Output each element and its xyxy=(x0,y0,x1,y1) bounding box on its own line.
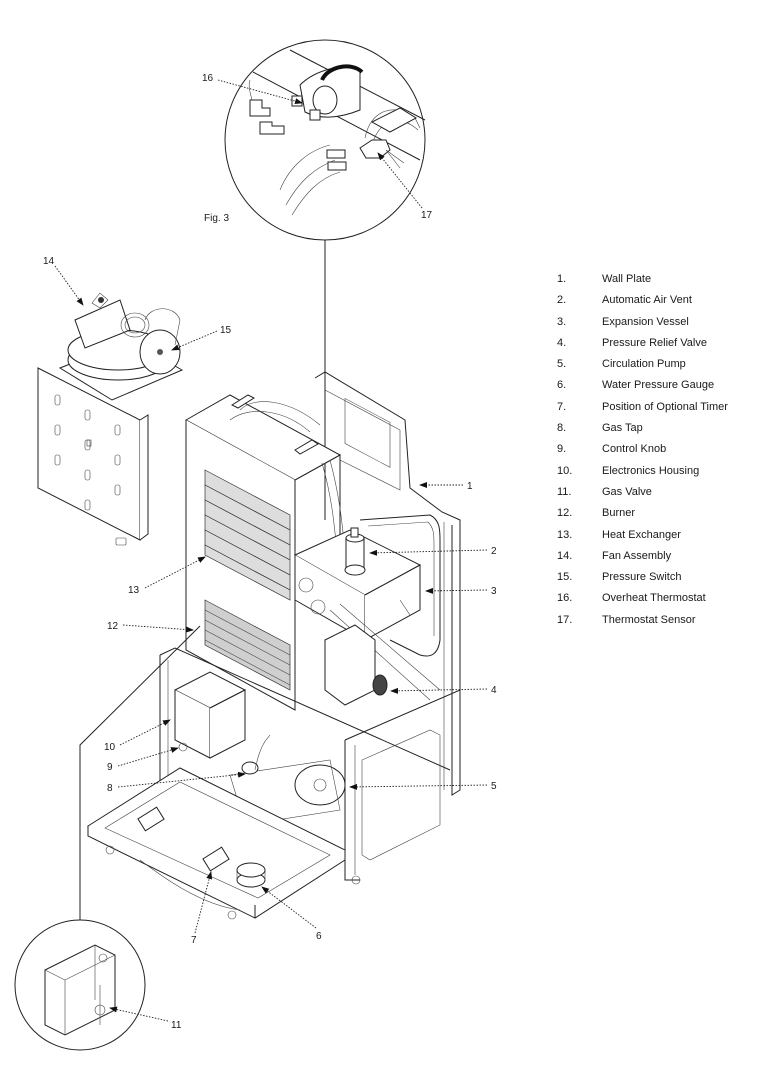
legend-label: Position of Optional Timer xyxy=(602,400,728,413)
legend-number: 6. xyxy=(557,379,567,392)
burner-bars xyxy=(204,599,291,691)
heat-exchanger-fins xyxy=(204,469,291,601)
legend-label: Heat Exchanger xyxy=(602,528,681,541)
legend-label: Circulation Pump xyxy=(602,358,686,371)
legend-number: 3. xyxy=(557,315,567,328)
legend-label: Gas Tap xyxy=(602,422,643,435)
legend-label: Thermostat Sensor xyxy=(602,613,696,626)
callout-7: 7 xyxy=(191,935,197,946)
callout-numbers: 1 2 3 4 5 6 7 8 9 10 11 12 13 14 15 16 1… xyxy=(43,73,497,1031)
legend-label: Control Knob xyxy=(602,443,667,456)
legend-number: 4. xyxy=(557,336,567,349)
boiler-chassis xyxy=(79,371,461,920)
legend-number: 17. xyxy=(557,613,573,626)
callout-10: 10 xyxy=(104,742,116,753)
legend-number: 10. xyxy=(557,464,573,477)
legend-number: 8. xyxy=(557,422,567,435)
legend-label: Pressure Relief Valve xyxy=(602,336,707,349)
callout-17: 17 xyxy=(421,210,433,221)
legend-number: 5. xyxy=(557,358,567,371)
callout-16: 16 xyxy=(202,73,214,84)
detail-gas-valve xyxy=(14,919,146,1051)
legend-number: 2. xyxy=(557,294,567,307)
callout-1: 1 xyxy=(467,481,473,492)
legend-number: 1. xyxy=(557,273,567,285)
fan-assembly-group xyxy=(37,292,184,546)
legend-label: Expansion Vessel xyxy=(602,315,689,328)
legend-label: Burner xyxy=(602,507,636,520)
legend-label: Gas Valve xyxy=(602,485,652,498)
legend-label: Fan Assembly xyxy=(602,549,672,562)
legend-label: Electronics Housing xyxy=(602,464,700,477)
legend-number: 12. xyxy=(557,507,573,520)
callout-6: 6 xyxy=(316,931,322,942)
legend-label: Wall Plate xyxy=(602,273,652,285)
leader-lines xyxy=(54,79,488,1022)
legend-number: 9. xyxy=(557,443,567,456)
legend-number: 13. xyxy=(557,528,573,541)
callout-2: 2 xyxy=(491,546,497,557)
legend-label: Overheat Thermostat xyxy=(602,592,706,605)
callout-13: 13 xyxy=(128,585,140,596)
callout-11: 11 xyxy=(171,1020,182,1031)
figure-label: Fig. 3 xyxy=(204,213,229,224)
callout-8: 8 xyxy=(107,783,113,794)
callout-5: 5 xyxy=(491,781,497,792)
legend-number: 7. xyxy=(557,400,567,413)
callout-15: 15 xyxy=(220,325,232,336)
callout-9: 9 xyxy=(107,762,113,773)
callout-4: 4 xyxy=(491,685,497,696)
legend-number: 14. xyxy=(557,549,573,562)
callout-12: 12 xyxy=(107,621,119,632)
legend-number: 16. xyxy=(557,592,573,605)
callout-3: 3 xyxy=(491,586,497,597)
legend-label: Pressure Switch xyxy=(602,571,682,584)
callout-14: 14 xyxy=(43,256,55,267)
legend-number: 11. xyxy=(557,485,572,498)
legend-label: Water Pressure Gauge xyxy=(602,379,715,392)
legend-number: 15. xyxy=(557,571,573,584)
legend-label: Automatic Air Vent xyxy=(602,294,692,307)
detail-fig3 xyxy=(224,39,426,520)
